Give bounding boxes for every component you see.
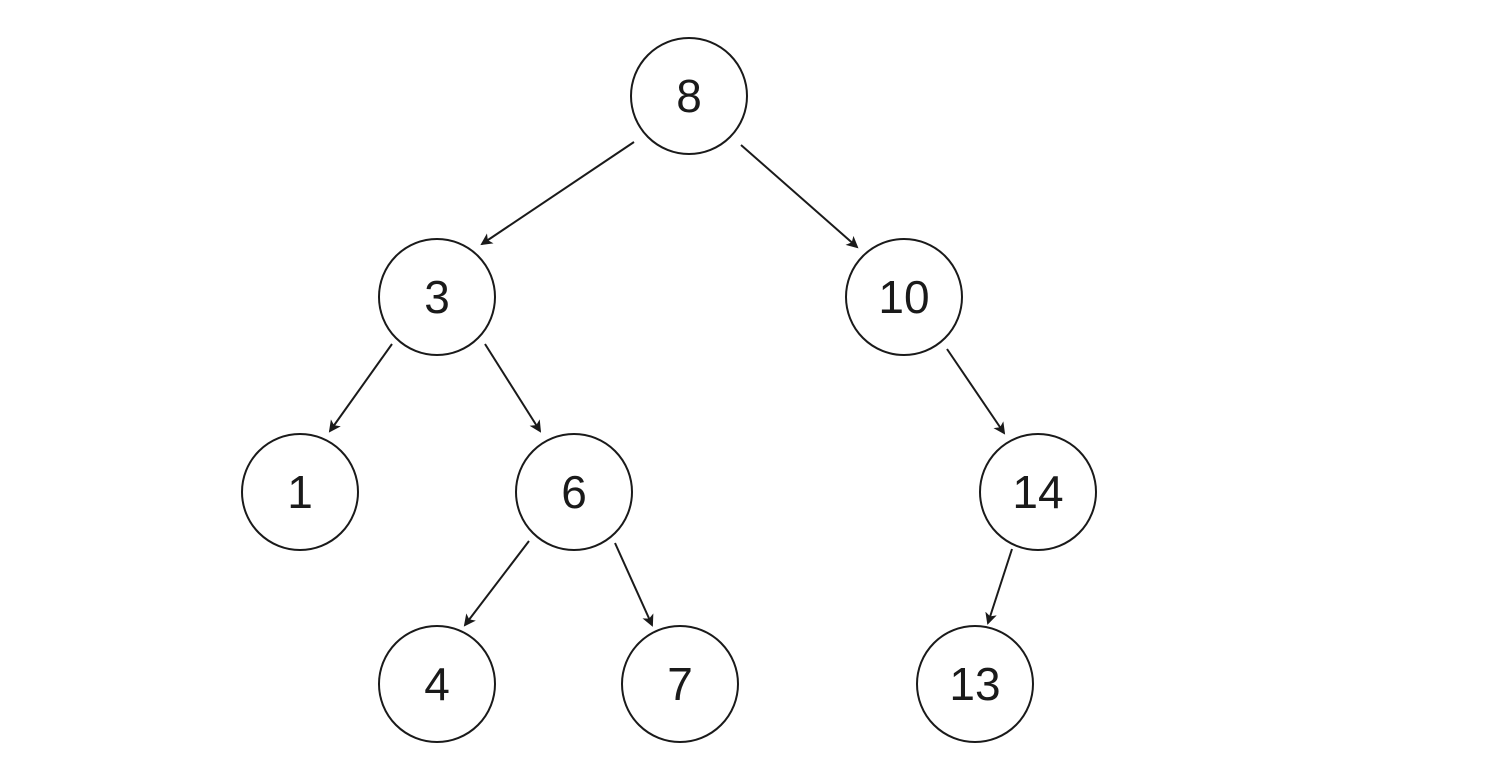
edge-3-to-6 (484, 343, 542, 433)
edge-10-to-14 (946, 348, 1006, 435)
node-circle (845, 238, 963, 356)
tree-node-6: 6 (515, 433, 633, 551)
tree-node-1: 1 (241, 433, 359, 551)
tree-node-10: 10 (845, 238, 963, 356)
tree-node-13: 13 (916, 625, 1034, 743)
node-label: 1 (287, 466, 313, 518)
node-circle (515, 433, 633, 551)
node-circle (241, 433, 359, 551)
node-label: 3 (424, 271, 450, 323)
node-circle (630, 37, 748, 155)
edge-6-to-4 (463, 540, 530, 627)
node-circle (378, 625, 496, 743)
node-label: 6 (561, 466, 587, 518)
edge-8-to-3 (480, 141, 635, 246)
node-label: 10 (878, 271, 929, 323)
node-circle (378, 238, 496, 356)
node-circle (916, 625, 1034, 743)
tree-node-7: 7 (621, 625, 739, 743)
node-circle (979, 433, 1097, 551)
node-label: 8 (676, 70, 702, 122)
node-label: 13 (949, 658, 1000, 710)
edge-6-to-7 (614, 542, 654, 627)
node-label: 4 (424, 658, 450, 710)
node-circle (621, 625, 739, 743)
tree-node-14: 14 (979, 433, 1097, 551)
edge-3-to-1 (328, 343, 393, 433)
edge-14-to-13 (985, 548, 1013, 625)
node-label: 14 (1012, 466, 1063, 518)
tree-node-3: 3 (378, 238, 496, 356)
tree-node-8: 8 (630, 37, 748, 155)
edges-layer (328, 141, 1013, 627)
tree-node-4: 4 (378, 625, 496, 743)
edge-8-to-10 (740, 144, 859, 249)
node-label: 7 (667, 658, 693, 710)
nodes-layer: 8 3 10 1 6 14 4 7 (241, 37, 1097, 743)
